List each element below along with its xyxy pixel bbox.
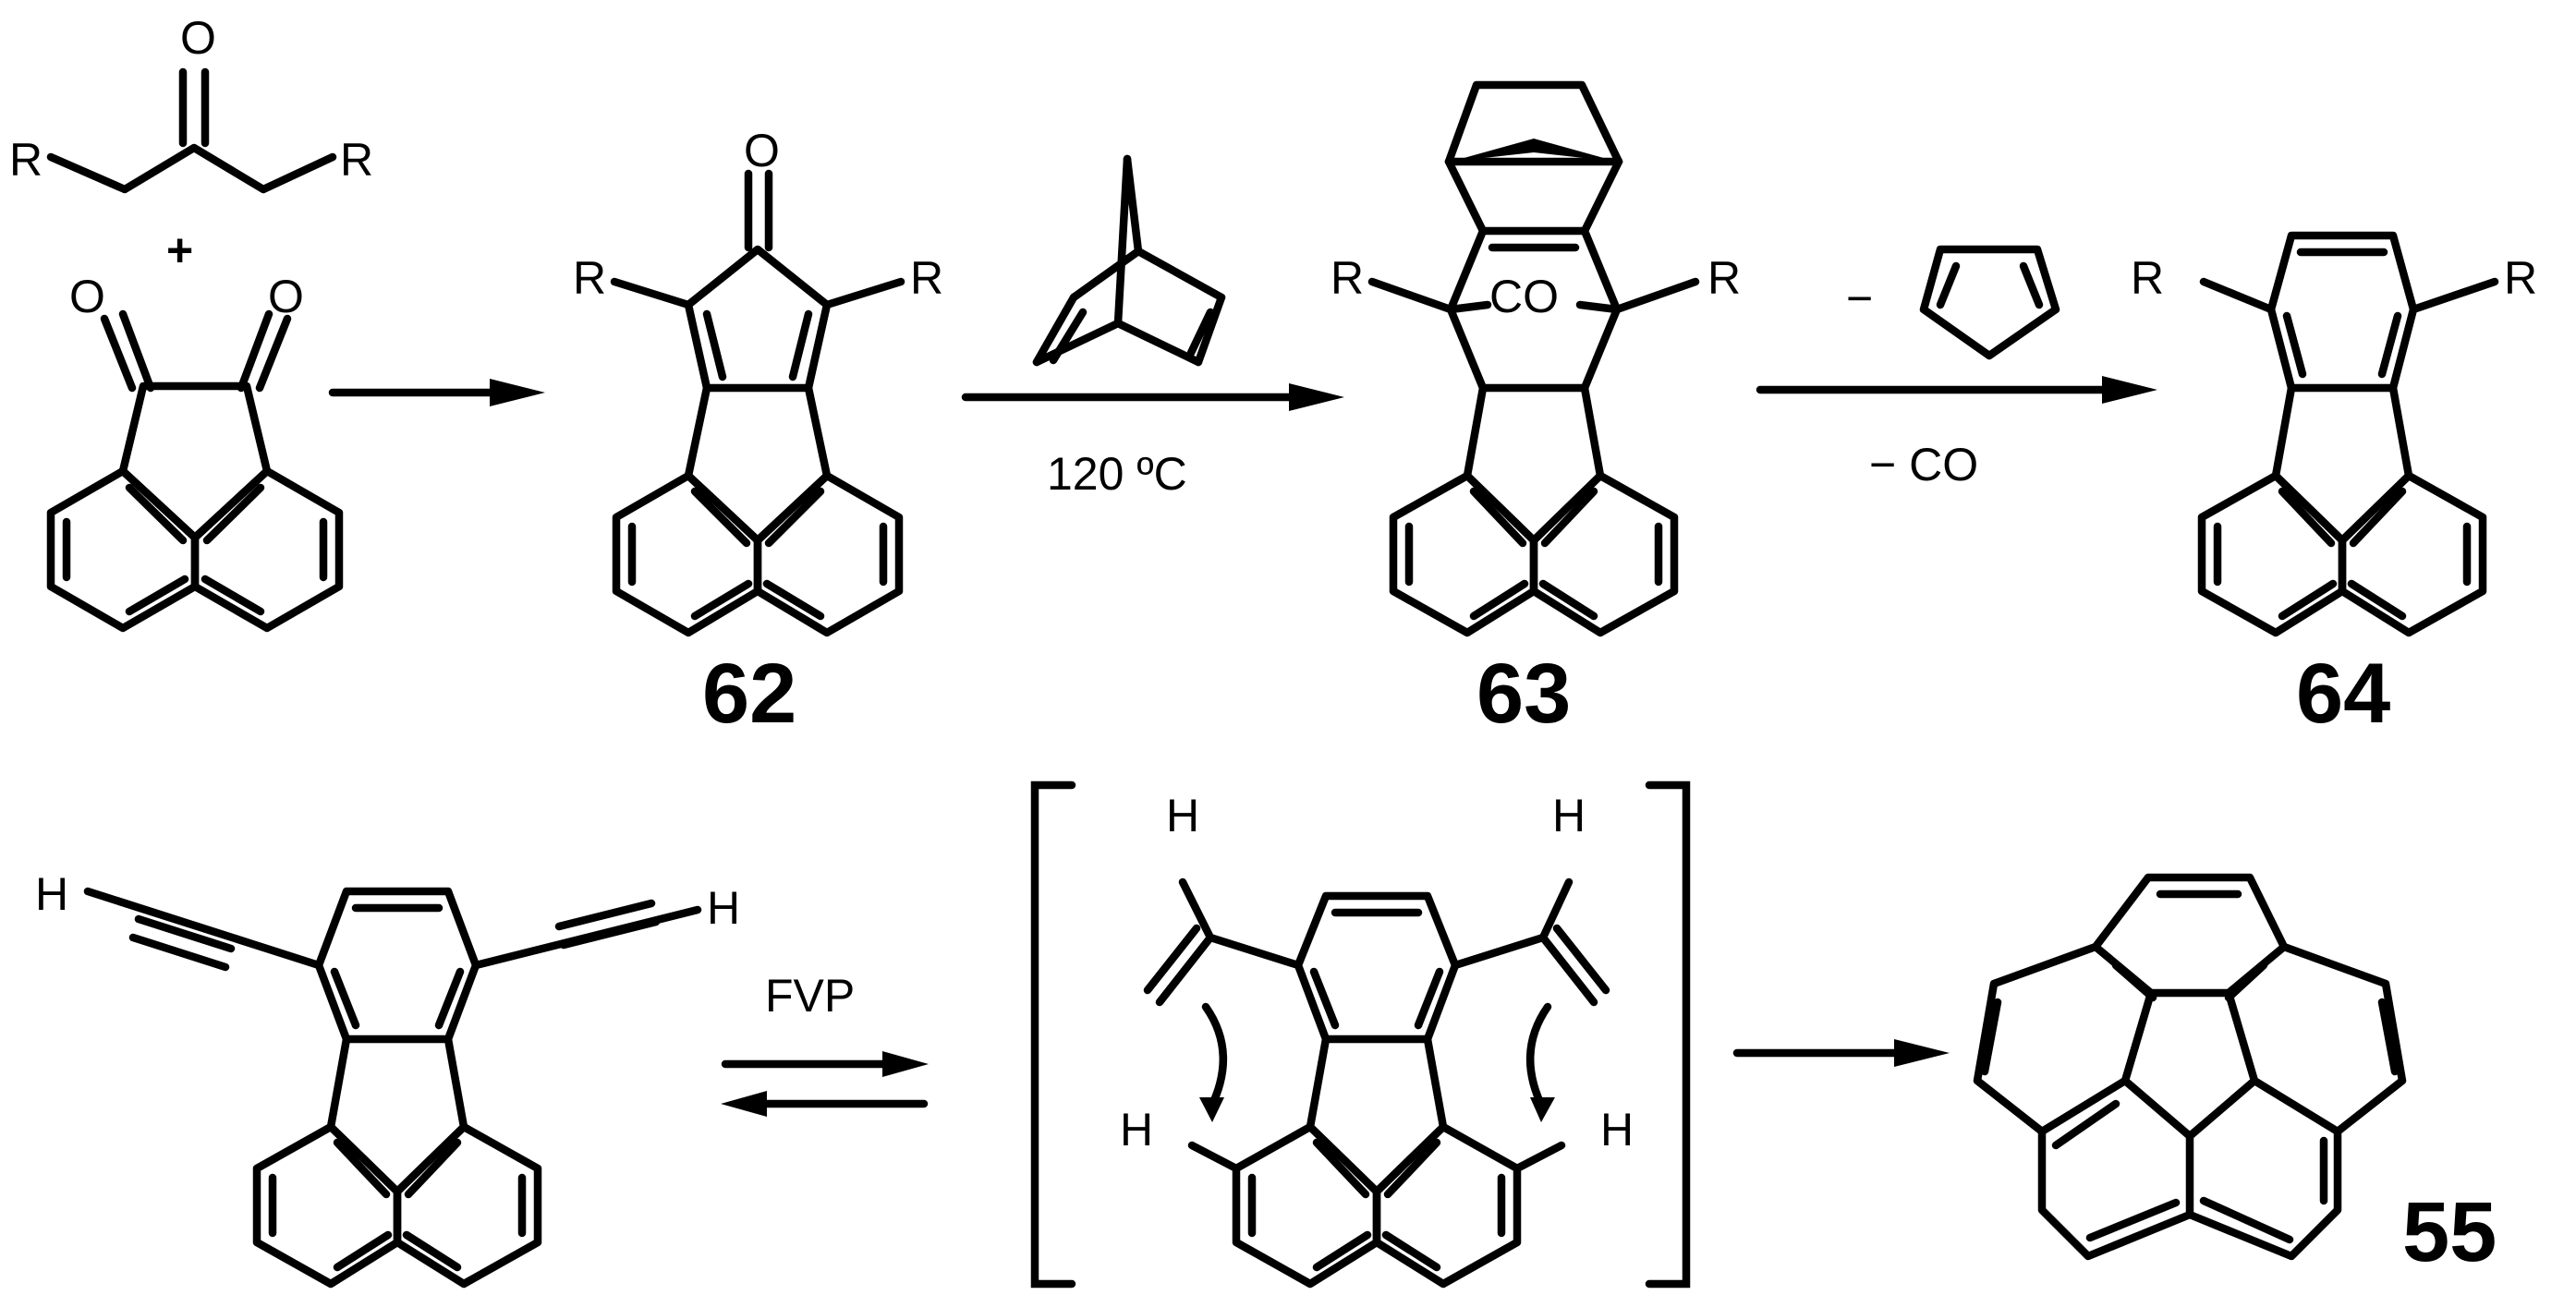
- dibenzyl-ketone-structure: O R R: [9, 12, 373, 194]
- vinylidene-intermediate-structure: H H H H: [1120, 790, 1634, 1289]
- compound-number-62: 62: [702, 647, 796, 741]
- corannulene-55-structure: [1973, 873, 2407, 1261]
- hydrogen-label: H: [1600, 1104, 1634, 1156]
- r-substituent-label: R: [340, 134, 373, 186]
- acenaphthenequinone-structure: O O: [46, 271, 344, 633]
- hydrogen-label: H: [1120, 1104, 1153, 1156]
- intermediate-brackets: [1030, 781, 1691, 1289]
- hydrogen-label: H: [35, 868, 68, 920]
- cyclopentadiene-structure: [1919, 245, 2060, 360]
- temperature-condition: 120 ºC: [1047, 448, 1187, 500]
- reaction-arrow: [328, 379, 545, 406]
- hydrogen-label: H: [1552, 790, 1586, 841]
- minus-co-condition: − CO: [1869, 439, 1978, 490]
- r-substituent-label: R: [1331, 252, 1364, 304]
- compound-number-64: 64: [2296, 647, 2390, 741]
- compound-62-structure: O R R: [573, 125, 943, 637]
- equilibrium-arrows: [721, 1051, 929, 1117]
- diethynyl-fluoranthene-structure: H H: [35, 868, 740, 1289]
- compound-number-55: 55: [2402, 1185, 2497, 1279]
- co-bridge-label: CO: [1489, 271, 1559, 322]
- reaction-arrow: [1732, 1039, 1950, 1067]
- compound-number-63: 63: [1476, 647, 1571, 741]
- r-substituent-label: R: [9, 134, 43, 186]
- minus-sign: −: [1846, 272, 1873, 324]
- norbornadiene-structure: [1032, 154, 1226, 367]
- compound-64-structure: R R: [2131, 231, 2537, 637]
- compound-63-structure: CO R R: [1331, 80, 1741, 637]
- r-substituent-label: R: [910, 252, 943, 304]
- hydrogen-label: H: [707, 882, 740, 934]
- fvp-condition: FVP: [765, 970, 855, 1022]
- reaction-arrow: [961, 383, 1344, 411]
- r-substituent-label: R: [2504, 252, 2537, 304]
- r-substituent-label: R: [2131, 252, 2164, 304]
- oxygen-label: O: [744, 125, 780, 176]
- r-substituent-label: R: [1707, 252, 1741, 304]
- reaction-arrow: [1756, 376, 2157, 404]
- oxygen-label: O: [268, 271, 304, 322]
- oxygen-label: O: [180, 12, 216, 64]
- oxygen-label: O: [69, 271, 105, 322]
- hydrogen-label: H: [1166, 790, 1199, 841]
- r-substituent-label: R: [573, 252, 606, 304]
- plus-sign: +: [166, 224, 193, 276]
